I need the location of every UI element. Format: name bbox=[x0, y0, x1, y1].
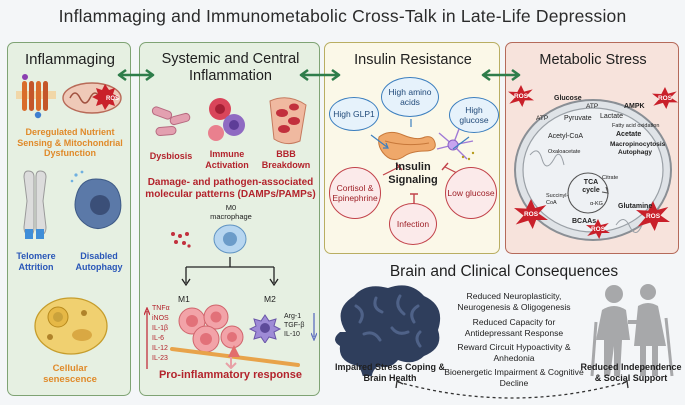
m2-macrophage-icon bbox=[248, 314, 282, 343]
dysbiosis-label: Dysbiosis bbox=[149, 151, 193, 161]
seesaw-icon bbox=[170, 345, 300, 367]
glucose-label: Glucose bbox=[554, 95, 582, 102]
metabolic-panel: Metabolic Stress ROS ROS ROS ROS ROS Glu… bbox=[505, 42, 679, 254]
m1-cytokine: IL-23 bbox=[152, 355, 168, 362]
autophagy-label: Autophagy bbox=[618, 149, 652, 156]
insulin-signaling-label: Insulin Signaling bbox=[388, 161, 438, 186]
ampk-label: AMPK bbox=[624, 103, 645, 110]
pink-down-arrow bbox=[225, 357, 237, 369]
m1-cytokine: IL-6 bbox=[152, 335, 165, 342]
insulin-title: Insulin Resistance bbox=[354, 52, 472, 68]
m1-label: M1 bbox=[178, 294, 190, 304]
pyruvate-label: Pyruvate bbox=[564, 115, 592, 122]
cortisol-bubble: Cortisol & Epinephrine bbox=[329, 167, 381, 219]
inflammaging-panel: Inflammaging ROS Deregulated Nutrient Se… bbox=[7, 42, 131, 396]
mitochondrion-icon: ROS bbox=[62, 82, 122, 114]
m1-cytokine: TNFα bbox=[152, 305, 170, 312]
chromosome-icon bbox=[23, 170, 47, 239]
senescent-cell-icon bbox=[34, 297, 108, 355]
elderly-couple-icon bbox=[590, 284, 674, 377]
m0-macrophage-label: M0 macrophage bbox=[210, 203, 252, 221]
m1-macrophage-cluster bbox=[178, 304, 244, 353]
atp-label: ATP bbox=[536, 115, 549, 122]
inflammation-panel: Systemic and Central Inflammation Dysbio… bbox=[139, 42, 320, 396]
fatty-acid-label: Fatty acid oxidation bbox=[612, 123, 660, 129]
damps-label: Damage- and pathogen-associated molecula… bbox=[145, 177, 316, 200]
low-glucose-bubble: Low glucose bbox=[445, 167, 497, 219]
m2-cytokine: TGF-β bbox=[284, 322, 305, 329]
mitochondrion-large-icon bbox=[514, 99, 672, 241]
high-glucose-bubble: High glucose bbox=[449, 97, 499, 133]
double-arrow-1 bbox=[117, 68, 155, 82]
svg-text:ROS: ROS bbox=[106, 96, 119, 102]
bbb-breakdown-label: BBB Breakdown bbox=[261, 149, 311, 170]
acetyl-coa-label: Acetyl-CoA bbox=[548, 133, 584, 140]
particles-icon bbox=[171, 232, 191, 248]
telomere-attrition-label: Telomere Attrition bbox=[16, 251, 56, 272]
lactate-label: Lactate bbox=[600, 113, 623, 120]
oxaloacetate-label: Oxaloacetate bbox=[548, 149, 581, 155]
m2-cytokine: IL-10 bbox=[284, 331, 300, 338]
citrate-label: Citrate bbox=[602, 175, 619, 181]
succinyl-coa-label: Succinyl-CoA bbox=[546, 193, 569, 206]
bacteria-icon bbox=[151, 106, 191, 137]
inflammaging-title: Inflammaging bbox=[24, 51, 116, 68]
nutrient-sensing-label: Deregulated Nutrient Sensing & Mitochond… bbox=[17, 127, 123, 158]
down-arrow-icon bbox=[311, 313, 317, 341]
dashed-connector bbox=[395, 380, 629, 399]
insulin-arrows bbox=[370, 119, 470, 176]
bbb-vessel-icon bbox=[269, 97, 307, 145]
brain-icon bbox=[335, 285, 441, 376]
up-arrow-icon bbox=[144, 307, 150, 369]
akg-label: α-KG bbox=[590, 201, 603, 207]
double-arrow-2 bbox=[299, 68, 341, 82]
tca-cycle-label: TCA cycle bbox=[582, 179, 600, 194]
consequence-antidepressant: Reduced Capacity for Antidepressant Resp… bbox=[464, 317, 564, 338]
infection-bubble: Infection bbox=[389, 203, 437, 245]
inflammation-title: Systemic and Central Inflammation bbox=[161, 51, 300, 84]
consequence-reward: Reward Circuit Hypoactivity & Anhedonia bbox=[457, 342, 571, 363]
high-amino-acids-bubble: High amino acids bbox=[381, 77, 439, 117]
atp-label: ATP bbox=[586, 103, 599, 110]
m2-label: M2 bbox=[264, 294, 276, 304]
autophagy-cell-icon bbox=[70, 170, 122, 229]
metabolic-title: Metabolic Stress bbox=[539, 52, 647, 68]
page-title: Inflammaging and Immunometabolic Cross-T… bbox=[58, 6, 627, 26]
acetate-label: Acetate bbox=[616, 131, 642, 138]
consequence-neuroplasticity: Reduced Neuroplasticity, Neurogenesis & … bbox=[457, 291, 571, 312]
consequence-bioenergetic: Bioenergetic Impairment & Cognitive Decl… bbox=[444, 367, 584, 388]
pancreas-icon bbox=[378, 131, 436, 161]
impaired-stress-label: Impaired Stress Coping & Brain Health bbox=[334, 362, 446, 383]
reduced-independence-label: Reduced Independence & Social Support bbox=[580, 362, 682, 383]
m1-cytokine: iNOS bbox=[152, 315, 169, 322]
glutamine-label: Glutamine bbox=[618, 203, 653, 210]
m2-cytokine: Arg-1 bbox=[284, 313, 302, 320]
high-glp1-bubble: High GLP1 bbox=[329, 97, 379, 131]
bcaa-label: BCAAs bbox=[572, 218, 597, 225]
double-arrow-3 bbox=[481, 68, 521, 82]
pro-inflammatory-label: Pro-inflammatory response bbox=[158, 369, 303, 381]
immune-activation-label: Immune Activation bbox=[205, 149, 249, 170]
m1-cytokine: IL-12 bbox=[152, 345, 168, 352]
disabled-autophagy-label: Disabled Autophagy bbox=[75, 251, 123, 272]
receptor-icon bbox=[16, 74, 56, 119]
brain-section: Brain and Clinical Consequences Reduced … bbox=[324, 258, 684, 404]
macropinocytosis-label: Macropinocytosis bbox=[610, 141, 666, 148]
m1-cytokine: IL-1β bbox=[152, 325, 169, 332]
m0-macrophage-icon bbox=[213, 224, 247, 254]
immune-cells-icon bbox=[208, 98, 245, 141]
brain-title: Brain and Clinical Consequences bbox=[389, 263, 619, 280]
polarization-arrows bbox=[181, 257, 279, 287]
cellular-senescence-label: Cellular senescence bbox=[43, 363, 97, 385]
insulin-panel: Insulin Resistance High amino acids High… bbox=[324, 42, 500, 254]
